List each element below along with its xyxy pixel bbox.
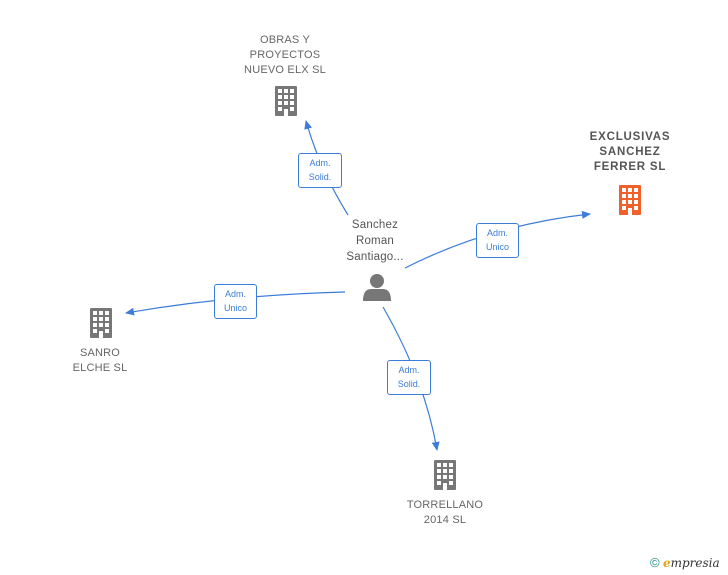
footer-brand[interactable]: © empresia	[650, 555, 720, 573]
node-label-line: NUEVO ELX SL	[244, 64, 326, 76]
building-icon-sanro[interactable]	[90, 308, 112, 338]
edge-label-line: Solid.	[397, 379, 421, 389]
edge-label-line: Solid.	[308, 172, 332, 182]
node-label-torrellano[interactable]: TORRELLANO 2014 SL	[395, 498, 495, 528]
node-label-line: EXCLUSIVAS	[589, 131, 671, 143]
building-icon-torrellano[interactable]	[434, 460, 456, 490]
edge-label-sanro[interactable]: Adm. Unico	[214, 284, 257, 319]
copyright-icon: ©	[650, 555, 660, 570]
node-label-line: OBRAS Y	[259, 34, 311, 46]
edge-label-line: Unico	[485, 242, 509, 252]
node-label-line: TORRELLANO	[406, 499, 484, 511]
edge-label-line: Adm.	[486, 228, 508, 238]
edge-label-obras[interactable]: Adm. Solid.	[298, 153, 342, 188]
person-name-label[interactable]: Sanchez Roman Santiago...	[335, 217, 415, 265]
edge-label-exclusivas[interactable]: Adm. Unico	[476, 223, 519, 258]
node-label-line: 2014 SL	[423, 514, 467, 526]
building-icon-exclusivas[interactable]	[619, 185, 641, 215]
edge-label-line: Unico	[223, 303, 247, 313]
node-label-sanro[interactable]: SANRO ELCHE SL	[50, 346, 150, 376]
edge-label-line: Adm.	[224, 289, 246, 299]
edge-label-torrellano[interactable]: Adm. Solid.	[387, 360, 431, 395]
node-label-line: SANRO	[79, 347, 121, 359]
person-name: Sanchez Roman Santiago...	[346, 219, 404, 263]
node-label-line: FERRER SL	[593, 161, 667, 173]
node-label-line: ELCHE SL	[72, 362, 128, 374]
building-icon-obras[interactable]	[275, 86, 297, 116]
node-label-line: PROYECTOS	[249, 49, 321, 61]
edge-label-line: Adm.	[398, 365, 420, 375]
brand-logo-text: mpresia	[670, 556, 720, 570]
brand-logo-initial: e	[662, 556, 671, 570]
edge-label-line: Adm.	[309, 158, 331, 168]
person-icon[interactable]	[363, 274, 391, 301]
node-label-exclusivas[interactable]: EXCLUSIVAS SANCHEZ FERRER SL	[568, 130, 692, 175]
node-label-line: SANCHEZ	[599, 146, 661, 158]
node-label-obras[interactable]: OBRAS Y PROYECTOS NUEVO ELX SL	[225, 33, 345, 78]
